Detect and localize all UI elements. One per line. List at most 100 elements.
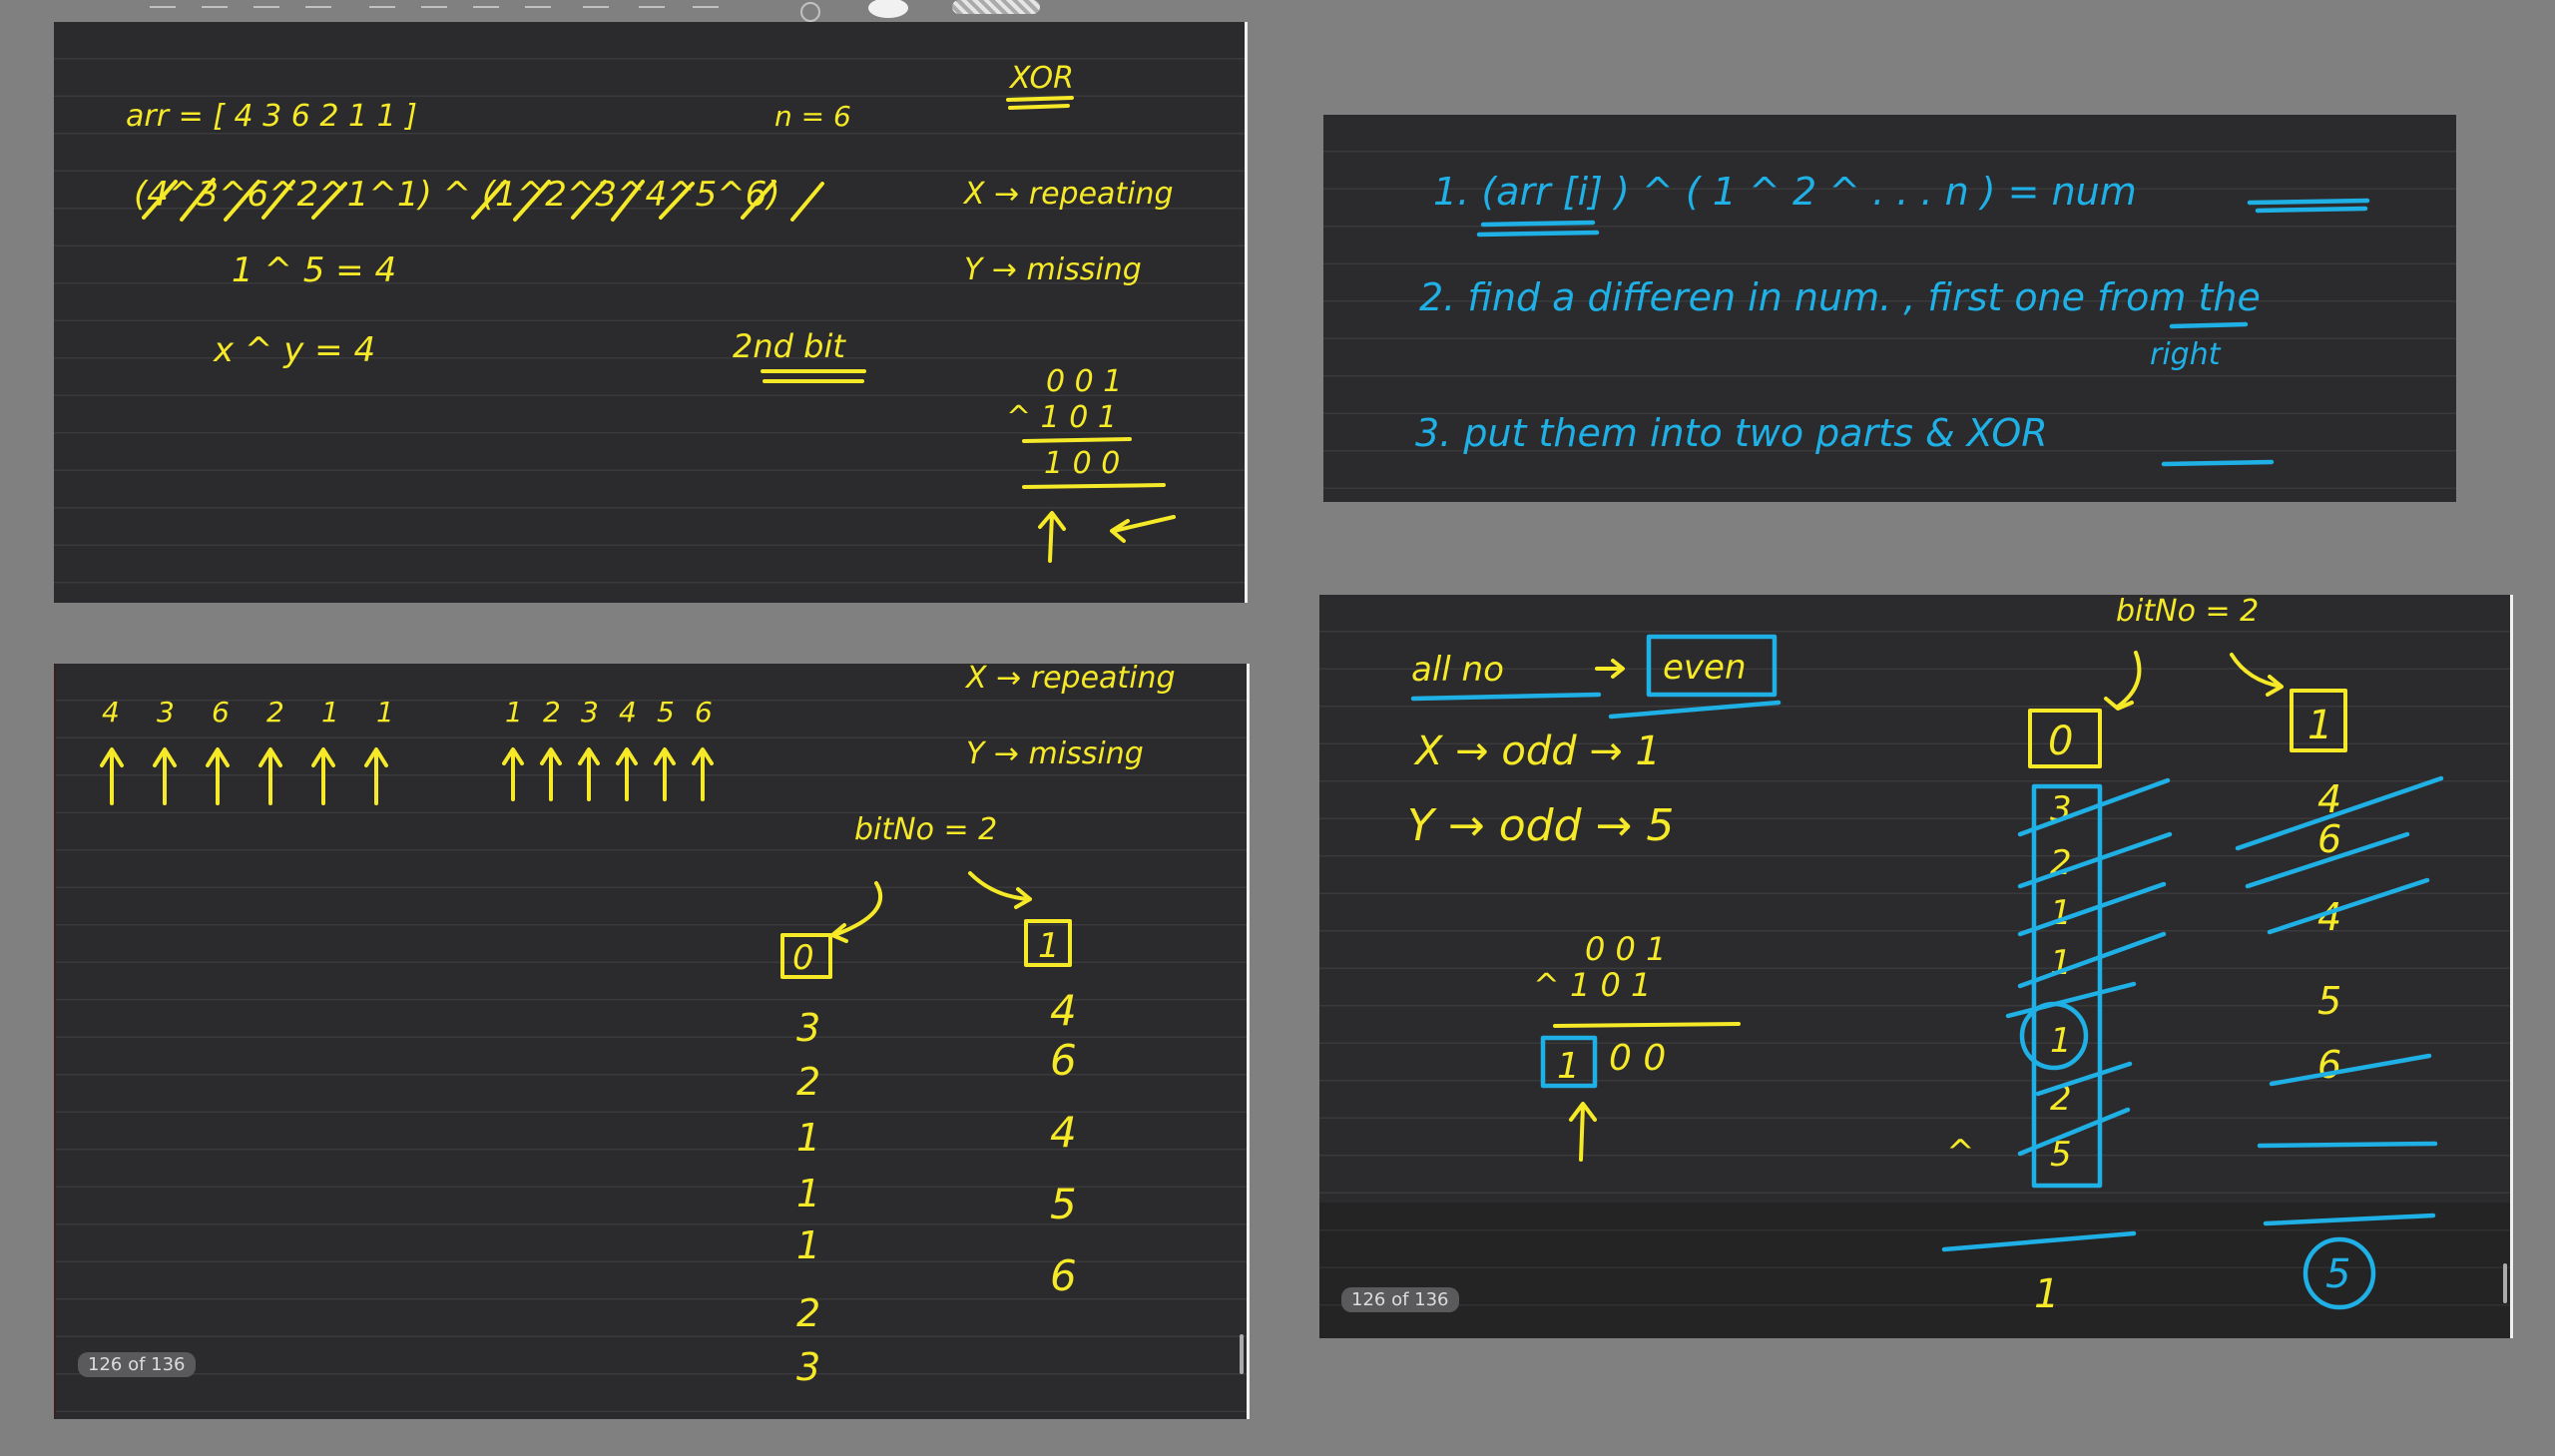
stroke-width-icon[interactable] xyxy=(952,0,1040,14)
up-arrow-icon xyxy=(258,747,282,805)
bucket1-cross-strikes xyxy=(2235,775,2444,1226)
eraser-icon[interactable] xyxy=(369,6,395,18)
sequence-value: 2 xyxy=(543,696,561,728)
array-value: 2 xyxy=(266,696,284,728)
bucket0-value: 1 xyxy=(796,1116,820,1160)
page-counter: 126 of 136 xyxy=(1341,1287,1459,1312)
second-bit: 2nd bit xyxy=(733,327,846,365)
ruler-icon[interactable] xyxy=(639,6,665,18)
even-box xyxy=(1646,634,1778,698)
step-1-underlines xyxy=(1476,198,2370,238)
y-missing-label: Y → missing xyxy=(966,736,1144,771)
bucket1-result: 5 xyxy=(2325,1251,2350,1297)
up-arrow-icon xyxy=(692,747,714,801)
bucket0-value: 3 xyxy=(796,1345,820,1389)
array-value: 1 xyxy=(321,696,339,728)
bucket1-value: 5 xyxy=(2317,979,2341,1023)
xor-underline xyxy=(1006,96,1074,110)
up-arrow-icon xyxy=(1038,511,1066,563)
bucket0-result-rule xyxy=(1941,1230,2137,1252)
caret-symbol: ^ xyxy=(1946,1133,1975,1173)
color-picker-icon[interactable] xyxy=(868,0,908,18)
binary-rule xyxy=(1553,1022,1741,1028)
notes-page-bottom-right[interactable]: bitNo = 2 all no even X → odd → 1 Y → od… xyxy=(1319,595,2513,1338)
toolbar-strip xyxy=(54,0,1245,22)
sequence-value: 3 xyxy=(581,696,599,728)
bucket0-result: 1 xyxy=(2034,1271,2059,1317)
bucket1-box xyxy=(2290,689,2347,752)
bucket0-value: 1 xyxy=(2050,1021,2072,1061)
bucket1-value: 6 xyxy=(1050,1036,1077,1085)
page-counter: 126 of 136 xyxy=(78,1352,196,1377)
array-value: 6 xyxy=(212,696,230,728)
split-arrow-right-icon xyxy=(968,871,1032,909)
x-odd-line: X → odd → 1 xyxy=(1413,728,1661,774)
step-2-underline xyxy=(2169,321,2249,329)
up-arrow-icon xyxy=(540,747,562,801)
y-missing-label: Y → missing xyxy=(964,252,1142,287)
bucket0-value: 2 xyxy=(796,1060,820,1104)
bucket0-label: 0 xyxy=(792,938,814,978)
up-arrow-icon xyxy=(578,747,600,801)
bucket1-value: 4 xyxy=(1050,986,1077,1035)
highlighter-icon[interactable] xyxy=(305,6,331,18)
sequence-value: 6 xyxy=(695,696,713,728)
bucket0-value: 5 xyxy=(2050,1135,2072,1175)
step-2: 2. find a differen in num. , first one f… xyxy=(1419,275,2261,319)
undo-icon[interactable] xyxy=(150,6,176,18)
x-xor-y: x ^ y = 4 xyxy=(213,330,375,370)
x-repeating-label: X → repeating xyxy=(964,664,1176,696)
notes-page-top-left[interactable]: arr = [ 4 3 6 2 1 1 ] n = 6 XOR (4^3^6^2… xyxy=(54,22,1248,603)
n-value: n = 6 xyxy=(774,100,851,133)
arr-line: arr = [ 4 3 6 2 1 1 ] xyxy=(126,99,417,134)
xor-title: XOR xyxy=(1008,61,1074,96)
all-no-label: all no xyxy=(1411,650,1504,690)
all-no-underline xyxy=(1410,692,1782,720)
pen-icon[interactable] xyxy=(254,6,279,18)
bucket0-column-box xyxy=(2031,783,2103,1189)
up-arrow-icon xyxy=(100,747,124,805)
binary-a: 0 0 1 xyxy=(1046,364,1122,399)
array-value: 3 xyxy=(157,696,175,728)
bucket1-value: 6 xyxy=(2317,817,2341,861)
cancel-strikes xyxy=(142,178,824,222)
redo-icon[interactable] xyxy=(202,6,228,18)
pointer-icon[interactable] xyxy=(693,6,719,18)
binary-result: 1 0 0 xyxy=(1044,446,1120,481)
bucket1-label: 1 xyxy=(1038,926,1060,966)
text-icon[interactable] xyxy=(583,6,609,18)
color-swatch-icon[interactable] xyxy=(800,2,820,22)
up-arrow-icon xyxy=(502,747,524,801)
lasso-icon[interactable] xyxy=(421,6,447,18)
image-icon[interactable] xyxy=(525,6,551,18)
binary-rule-2 xyxy=(1022,483,1166,489)
shapes-icon[interactable] xyxy=(473,6,499,18)
binary-b: ^ 1 0 1 xyxy=(1006,400,1117,435)
bucket1-value: 5 xyxy=(1050,1180,1077,1228)
scroll-handle[interactable] xyxy=(1240,1334,1244,1374)
result-bit-box xyxy=(1540,1035,1598,1089)
bucket1-value: 4 xyxy=(1050,1108,1077,1157)
bucket0-box xyxy=(2028,709,2102,768)
scroll-handle[interactable] xyxy=(2503,1263,2507,1303)
implies-arrow-icon xyxy=(1595,659,1625,679)
bucket1-value: 6 xyxy=(2317,1043,2341,1087)
up-arrow-icon xyxy=(654,747,676,801)
binary-result-boxed-bit: 1 xyxy=(1557,1046,1580,1087)
binary-b: ^ 1 0 1 xyxy=(1533,966,1651,1004)
pointer-arrows xyxy=(100,747,714,805)
bucket0-value: 2 xyxy=(2050,843,2072,883)
notes-page-bottom-left[interactable]: X → repeating Y → missing bitNo = 2 0 1 … xyxy=(54,664,1250,1419)
array-value: 4 xyxy=(102,696,120,728)
bucket0-box xyxy=(780,933,832,979)
bucket0-value: 1 xyxy=(2050,893,2072,933)
notes-page-top-right[interactable]: 1. (arr [i] ) ^ ( 1 ^ 2 ^ . . . n ) = nu… xyxy=(1323,115,2456,502)
binary-result-rest: 0 0 xyxy=(1609,1038,1666,1079)
binary-a: 0 0 1 xyxy=(1585,930,1666,968)
bucket0-value: 1 xyxy=(796,1172,820,1215)
